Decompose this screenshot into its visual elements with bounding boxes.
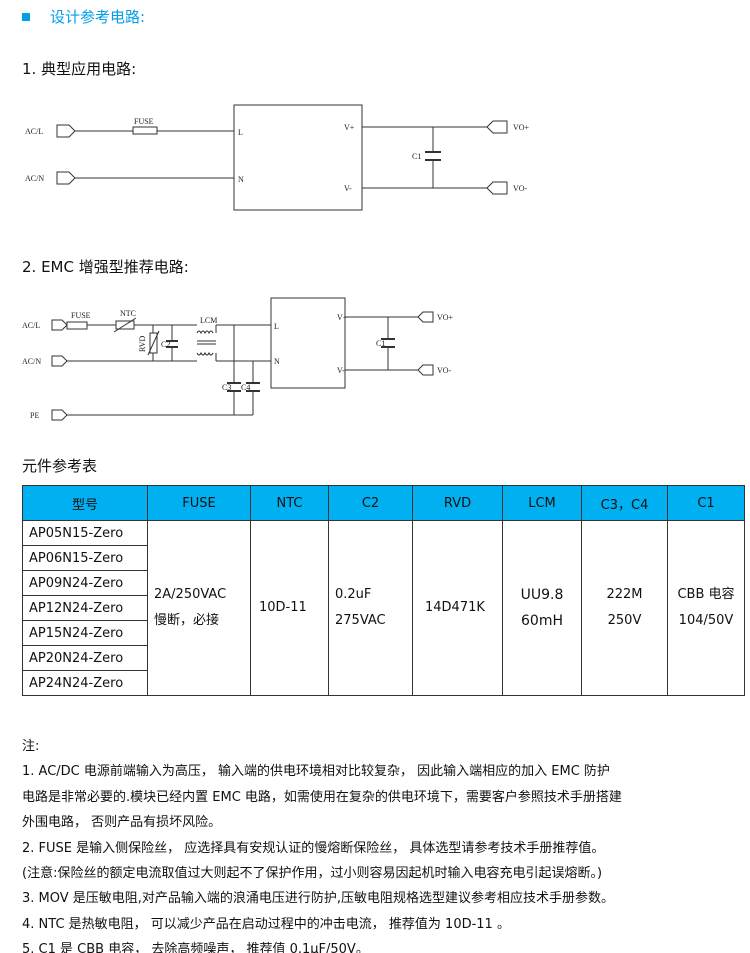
- table-row: AP24N24-Zero: [22, 670, 745, 696]
- acl-label: AC/L: [25, 127, 43, 136]
- l-pin-label: L: [238, 128, 243, 137]
- note-line: 5. C1 是 CBB 电容， 去除高频噪声， 推荐值 0.1μF/50V。: [22, 942, 369, 953]
- c3c4-value: 222M: [606, 587, 643, 602]
- circuit2-title: 2. EMC 增强型推荐电路:: [22, 258, 189, 276]
- c1-cell: CBB 电容 104/50V: [667, 520, 745, 696]
- component-table: 型号 FUSE NTC C2 RVD LCM C3，C4 C1 AP05N15-…: [22, 485, 745, 696]
- c2-label: C2: [161, 340, 170, 349]
- model-cell: AP15N24-Zero: [22, 620, 148, 646]
- note-line: 3. MOV 是压敏电阻,对产品输入端的浪涌电压进行防护,压敏电阻规格选型建议参…: [22, 891, 615, 907]
- header-c3c4: C3，C4: [581, 485, 668, 521]
- vo-plus-label: VO+: [513, 123, 530, 132]
- table-title: 元件参考表: [22, 457, 98, 475]
- n-pin-label: N: [274, 357, 280, 366]
- n-pin-label: N: [238, 175, 244, 184]
- c1-label: C1: [412, 152, 421, 161]
- header-c2: C2: [328, 485, 413, 521]
- lcm-inductance: 60mH: [521, 613, 563, 629]
- table-header-row: 型号 FUSE NTC C2 RVD LCM C3，C4 C1: [22, 485, 745, 521]
- bullet-square-icon: [22, 13, 30, 21]
- acn-label: AC/N: [25, 174, 44, 183]
- header-c1: C1: [667, 485, 745, 521]
- fuse-rating: 2A/250VAC: [154, 587, 227, 602]
- fuse-type: 慢断，必接: [154, 613, 220, 628]
- rvd-cell: 14D471K: [412, 520, 503, 696]
- vminus-pin-label: V-: [337, 366, 345, 375]
- note-line: 1. AC/DC 电源前端输入为高压， 输入端的供电环境相对比较复杂， 因此输入…: [22, 764, 610, 780]
- c2-voltage: 275VAC: [335, 613, 386, 628]
- note-line: 2. FUSE 是输入侧保险丝， 应选择具有安规认证的慢熔断保险丝， 具体选型请…: [22, 840, 605, 856]
- acn-label: AC/N: [22, 357, 41, 366]
- fuse-label: FUSE: [71, 311, 91, 320]
- table-row: AP06N15-Zero: [22, 545, 745, 571]
- table-row: AP15N24-Zero: [22, 620, 745, 646]
- table-row: AP12N24-Zero: [22, 595, 745, 621]
- c3-label: C3: [222, 383, 231, 392]
- ntc-cell: 10D-11: [250, 520, 329, 696]
- header-fuse: FUSE: [147, 485, 251, 521]
- c1-label: C1: [376, 339, 385, 348]
- lcm-core: UU9.8: [520, 587, 564, 603]
- emc-circuit-diagram: AC/L AC/N PE FUSE NTC RVD C2 LCM C3 C4 L…: [22, 297, 454, 421]
- c1-type: CBB 电容: [677, 587, 735, 602]
- vo-minus-label: VO-: [437, 366, 452, 375]
- typical-circuit-diagram: AC/L AC/N FUSE L N V+ V- C1 VO+ VO-: [25, 104, 530, 211]
- model-cell: AP12N24-Zero: [22, 595, 148, 621]
- model-cell: AP24N24-Zero: [22, 670, 148, 696]
- pe-label: PE: [30, 411, 39, 420]
- notes-heading: 注:: [22, 739, 40, 754]
- header-rvd: RVD: [412, 485, 503, 521]
- note-line: 外围电路， 否则产品有损坏风险。: [22, 815, 222, 831]
- lcm-label: LCM: [200, 316, 217, 325]
- c4-label: C4: [241, 383, 250, 392]
- vplus-pin-label: V+: [344, 123, 355, 132]
- note-line: 电路是非常必要的.模块已经内置 EMC 电路，如需使用在复杂的供电环境下，需要客…: [22, 789, 622, 805]
- table-row: AP09N24-Zero: [22, 570, 745, 596]
- fuse-cell: 2A/250VAC 慢断，必接: [147, 520, 251, 696]
- note-line: 4. NTC 是热敏电阻， 可以减少产品在启动过程中的冲击电流， 推荐值为 10…: [22, 916, 510, 932]
- notes: 注: 1. AC/DC 电源前端输入为高压， 输入端的供电环境相对比较复杂， 因…: [22, 734, 622, 953]
- table-row: AP05N15-Zero 2A/250VAC 慢断，必接 10D-11 0.2uF…: [22, 520, 745, 696]
- c1-value: 104/50V: [678, 613, 734, 628]
- model-cell: AP06N15-Zero: [22, 545, 148, 571]
- header-lcm: LCM: [502, 485, 582, 521]
- acl-label: AC/L: [22, 321, 40, 330]
- vo-plus-label: VO+: [437, 313, 454, 322]
- c2-value: 0.2uF: [335, 587, 372, 602]
- table-row: AP20N24-Zero: [22, 645, 745, 671]
- lcm-cell: UU9.8 60mH: [502, 520, 582, 696]
- vplus-pin-label: V+: [337, 313, 348, 322]
- l-pin-label: L: [274, 322, 279, 331]
- rvd-label: RVD: [138, 336, 147, 352]
- circuit1-title: 1. 典型应用电路:: [22, 60, 137, 78]
- c3c4-voltage: 250V: [607, 613, 642, 628]
- model-cell: AP05N15-Zero: [22, 520, 148, 546]
- header-model: 型号: [22, 485, 148, 521]
- vo-minus-label: VO-: [513, 184, 528, 193]
- header-ntc: NTC: [250, 485, 329, 521]
- c3c4-cell: 222M 250V: [581, 520, 668, 696]
- fuse-label: FUSE: [134, 117, 154, 126]
- note-line: (注意:保险丝的额定电流取值过大则起不了保护作用，过小则容易因起机时输入电容充电…: [22, 866, 603, 882]
- c2-cell: 0.2uF 275VAC: [328, 520, 413, 696]
- model-cell: AP20N24-Zero: [22, 645, 148, 671]
- model-cell: AP09N24-Zero: [22, 570, 148, 596]
- section-title: 设计参考电路:: [50, 8, 146, 26]
- ntc-label: NTC: [120, 309, 136, 318]
- vminus-pin-label: V-: [344, 184, 352, 193]
